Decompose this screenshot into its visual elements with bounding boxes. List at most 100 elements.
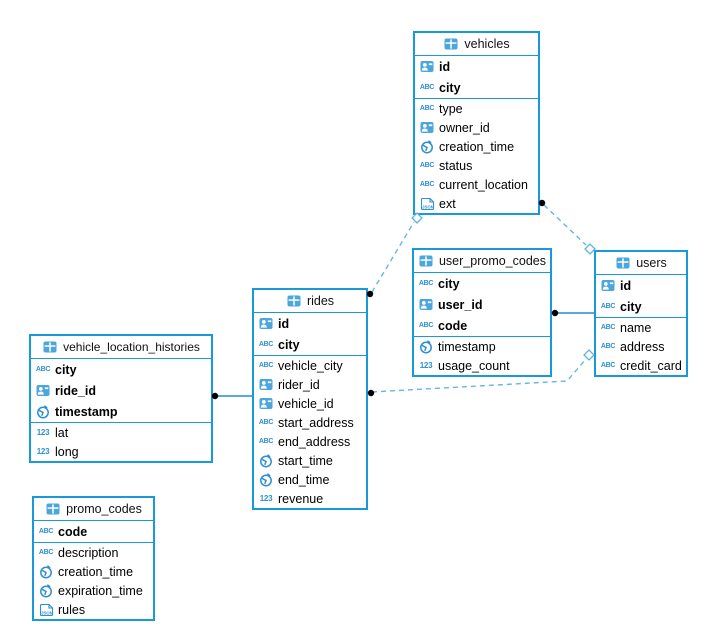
column-row[interactable]: ABC city xyxy=(415,77,538,98)
column-row[interactable]: ABC code xyxy=(34,521,153,542)
column-name: id xyxy=(278,316,290,331)
json-type-icon xyxy=(38,603,54,617)
relation-endpoint-dot xyxy=(367,389,375,397)
column-name: name xyxy=(620,320,652,335)
id-type-icon xyxy=(419,60,435,73)
column-name: rules xyxy=(58,602,86,617)
column-row[interactable]: vehicle_id xyxy=(254,394,366,413)
column-row[interactable]: ABC name xyxy=(596,318,686,337)
table-name: vehicle_location_histories xyxy=(63,340,200,354)
column-name: start_time xyxy=(278,453,333,468)
column-name: current_location xyxy=(439,177,528,192)
id-type-icon xyxy=(258,397,274,410)
column-row[interactable]: ABC status xyxy=(415,156,538,175)
column-row[interactable]: ABC end_address xyxy=(254,432,366,451)
id-type-icon xyxy=(419,121,435,134)
column-name: ext xyxy=(439,196,456,211)
column-row[interactable]: expiration_time xyxy=(34,581,153,600)
column-row[interactable]: 123 lat xyxy=(31,423,211,442)
string-type-icon: ABC xyxy=(258,419,274,426)
column-row[interactable]: ABC address xyxy=(596,337,686,356)
column-name: status xyxy=(439,158,473,173)
entity-table-user-promo-codes[interactable]: user_promo_codes ABC city user_id ABC co… xyxy=(412,248,552,377)
table-header[interactable]: users xyxy=(596,252,686,275)
column-row[interactable]: ABC city xyxy=(414,273,550,294)
table-header[interactable]: user_promo_codes xyxy=(414,250,550,273)
column-row[interactable]: user_id xyxy=(414,294,550,315)
column-name: vehicle_city xyxy=(278,358,343,373)
time-type-icon xyxy=(35,405,51,419)
column-row[interactable]: ABC type xyxy=(415,99,538,118)
column-row[interactable]: id xyxy=(596,275,686,296)
table-name: promo_codes xyxy=(66,502,142,516)
column-row[interactable]: rules xyxy=(34,600,153,619)
entity-table-users[interactable]: users id ABC city ABC name ABC address A… xyxy=(594,250,688,377)
table-icon xyxy=(615,257,631,269)
string-type-icon: ABC xyxy=(38,549,54,556)
column-row[interactable]: timestamp xyxy=(31,401,211,422)
column-row[interactable]: ABC description xyxy=(34,543,153,562)
column-row[interactable]: 123 usage_count xyxy=(414,356,550,375)
column-name: credit_card xyxy=(620,358,682,373)
column-row[interactable]: creation_time xyxy=(415,137,538,156)
table-header[interactable]: vehicle_location_histories xyxy=(31,336,211,359)
table-header[interactable]: vehicles xyxy=(415,33,538,56)
column-name: city xyxy=(55,362,77,377)
table-icon xyxy=(45,503,61,515)
column-row[interactable]: ABC credit_card xyxy=(596,356,686,375)
table-name: users xyxy=(636,256,667,270)
column-name: lat xyxy=(55,425,69,440)
column-name: code xyxy=(438,318,468,333)
string-type-icon: ABC xyxy=(600,303,616,310)
string-type-icon: ABC xyxy=(418,322,434,329)
string-type-icon: ABC xyxy=(419,84,435,91)
time-type-icon xyxy=(258,454,274,468)
column-row[interactable]: start_time xyxy=(254,451,366,470)
column-name: vehicle_id xyxy=(278,396,334,411)
column-name: id xyxy=(620,278,632,293)
column-name: creation_time xyxy=(58,564,134,579)
id-type-icon xyxy=(35,384,51,397)
column-name: city xyxy=(278,337,300,352)
column-row[interactable]: id xyxy=(415,56,538,77)
relation-vehicle_location_histories-rides xyxy=(211,392,252,400)
string-type-icon: ABC xyxy=(258,341,274,348)
column-row[interactable]: ext xyxy=(415,194,538,213)
column-name: code xyxy=(58,524,88,539)
column-row[interactable]: creation_time xyxy=(34,562,153,581)
column-row[interactable]: ABC start_address xyxy=(254,413,366,432)
entity-table-rides[interactable]: rides id ABC city ABC vehicle_city rider… xyxy=(252,288,368,510)
column-row[interactable]: ABC city xyxy=(254,334,366,355)
column-name: end_address xyxy=(278,434,351,449)
column-row[interactable]: ride_id xyxy=(31,380,211,401)
column-row[interactable]: ABC city xyxy=(596,296,686,317)
column-name: end_time xyxy=(278,472,330,487)
entity-table-promo-codes[interactable]: promo_codes ABC code ABC description cre… xyxy=(32,496,155,621)
table-header[interactable]: rides xyxy=(254,290,366,313)
column-row[interactable]: rider_id xyxy=(254,375,366,394)
string-type-icon: ABC xyxy=(38,528,54,535)
column-row[interactable]: owner_id xyxy=(415,118,538,137)
entity-table-vehicles[interactable]: vehicles id ABC city ABC type owner_id c… xyxy=(413,31,540,215)
table-name: user_promo_codes xyxy=(438,254,546,268)
column-row[interactable]: ABC city xyxy=(31,359,211,380)
column-row[interactable]: end_time xyxy=(254,470,366,489)
entity-table-vehicle-location-histories[interactable]: vehicle_location_histories ABC city ride… xyxy=(29,334,213,463)
column-row[interactable]: ABC vehicle_city xyxy=(254,356,366,375)
column-row[interactable]: ABC code xyxy=(414,315,550,336)
string-type-icon: ABC xyxy=(419,162,435,169)
column-row[interactable]: 123 revenue xyxy=(254,489,366,508)
column-row[interactable]: timestamp xyxy=(414,337,550,356)
column-row[interactable]: 123 long xyxy=(31,442,211,461)
relation-endpoint-diamond xyxy=(583,349,595,361)
time-type-icon xyxy=(38,584,54,598)
column-name: usage_count xyxy=(438,358,510,373)
string-type-icon: ABC xyxy=(258,362,274,369)
column-name: timestamp xyxy=(55,404,118,419)
column-row[interactable]: ABC current_location xyxy=(415,175,538,194)
json-type-icon xyxy=(419,197,435,211)
column-row[interactable]: id xyxy=(254,313,366,334)
column-name: description xyxy=(58,545,119,560)
table-header[interactable]: promo_codes xyxy=(34,498,153,521)
